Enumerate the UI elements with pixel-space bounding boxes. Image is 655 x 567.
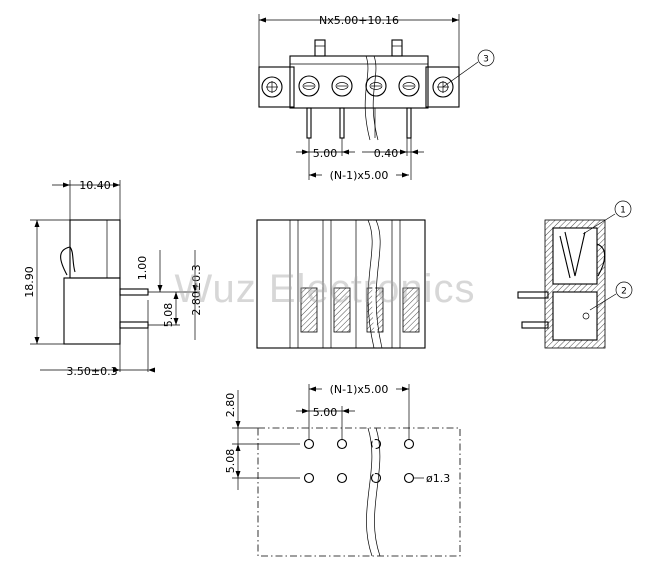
footprint-pitch-label: 5.00: [313, 406, 338, 419]
offset-1-label: 1.00: [136, 256, 149, 281]
front-view: [256, 219, 426, 349]
pin-length-label: 3.50±0.3: [66, 365, 117, 378]
footprint-row-offset-label: 2.80: [224, 393, 237, 418]
section-view: 1 2: [517, 200, 633, 349]
offset-2-label: 5.08: [162, 303, 175, 328]
callout-1: 1: [620, 206, 626, 216]
pin-width-label: 0.40: [374, 147, 399, 160]
height-label: 18.90: [23, 266, 36, 298]
pin-offset-label: 2.80±0.3: [190, 264, 203, 315]
pcb-footprint: (N-1)x5.00 5.00 2.80 5.08 ø1.3: [224, 381, 461, 557]
callout-2: 2: [621, 287, 627, 297]
footprint-span-label: (N-1)x5.00: [330, 383, 389, 396]
watermark: Wuz Electronics: [174, 267, 475, 311]
footprint-holes: [303, 438, 415, 484]
top-view: Nx5.00+10.16: [258, 14, 495, 182]
pitch-label: 5.00: [313, 147, 338, 160]
footprint-row-spacing-label: 5.08: [224, 449, 237, 474]
depth-label: 10.40: [79, 179, 111, 192]
overall-width-label: Nx5.00+10.16: [319, 14, 399, 27]
side-view: 10.40 18.90 1.00 5.08 2.80±0.3: [23, 179, 203, 378]
span-label: (N-1)x5.00: [330, 169, 389, 182]
hole-diameter-label: ø1.3: [426, 472, 450, 485]
callout-3: 3: [483, 55, 489, 65]
